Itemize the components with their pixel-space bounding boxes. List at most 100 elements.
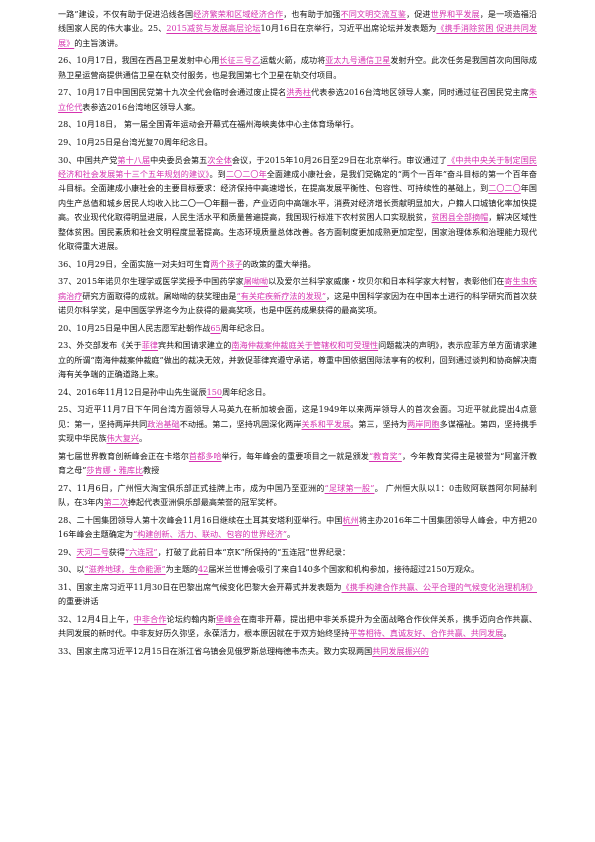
- paragraph-text: 第七届世界教育创新峰会正在卡塔尔: [58, 450, 189, 461]
- highlighted-keyword: 第二次: [103, 497, 128, 508]
- paragraph-text: 27、10月17日中国国民党第十九次全代会临时会通过废止提名: [58, 87, 287, 98]
- highlighted-keyword: 平等相待、真诚友好、合作共赢、共同发展: [349, 628, 504, 639]
- paragraph-text: 问题裁决的声明》，表示应菲方单方面请求建立的所谓“南海仲裁案仲裁庭”做出的裁决无…: [58, 340, 537, 380]
- paragraph-text: 代表参选2016台湾地区领导人案，同时通过征召国民党主席: [311, 87, 529, 98]
- highlighted-keyword: 《携手构建合作共赢、公平合理的气候变化治理机制》: [341, 581, 537, 592]
- highlighted-keyword: 寄生虫疾病治疗: [58, 276, 537, 301]
- highlighted-keyword: “足球第一股”: [324, 482, 375, 493]
- news-item-paragraph: 28、二十国集团领导人第十次峰会11月16日继续在土耳其安塔利亚举行。中国杭州将…: [58, 513, 537, 542]
- highlighted-keyword: 贫困县全部摘帽: [431, 212, 489, 223]
- paragraph-text: ，是一项造福沿线国家人民的伟大事业。25、: [58, 9, 537, 34]
- paragraph-text: 10月16日在京举行，习近平出席论坛并发表题为: [260, 23, 437, 34]
- highlighted-keyword: 第十八届: [117, 154, 151, 165]
- paragraph-text: 一路”建设，不仅有助于促进沿线各国: [58, 9, 194, 19]
- paragraph-text: 的重要讲话: [58, 596, 99, 607]
- highlighted-keyword: 两岸同胞: [407, 418, 440, 429]
- highlighted-keyword: “六连冠”: [125, 546, 158, 557]
- paragraph-text: 25、习近平11月7日下午同台湾方面领导人马英九在新加坡会面，这是1949年以来…: [58, 404, 537, 429]
- paragraph-text: 届米兰世博会吸引了来自140多个国家和机构参加，接待超过2150万观众。: [208, 564, 480, 575]
- news-item-paragraph: 23、外交部发布《关于菲律宾共和国请求建立的南海仲裁案仲裁庭关于管辖权和可受理性…: [58, 338, 537, 381]
- news-item-paragraph: 32、12月4日上午，中非合作论坛约翰内斯堡峰会在南非开幕，提出把中非关系提升为…: [58, 612, 537, 641]
- news-item-paragraph: 25、习近平11月7日下午同台湾方面领导人马英九在新加坡会面，这是1949年以来…: [58, 402, 537, 445]
- news-item-paragraph: 37、2015年诺贝尔生理学或医学奖授予中国药学家屠呦呦以及爱尔兰科学家威廉・坎…: [58, 274, 537, 317]
- highlighted-keyword: 65: [210, 322, 221, 333]
- paragraph-text: 中央委员会第五: [150, 154, 208, 165]
- highlighted-keyword: “构建创新、活力、联动、包容的世界经济”: [133, 529, 288, 540]
- news-item-paragraph: 28、10月18日， 第一届全国青年运动会开幕式在福州海峡奥体中心主体育场举行。: [58, 117, 537, 131]
- highlighted-keyword: 《携手消除贫困 促进共同发展》: [58, 23, 537, 48]
- highlighted-keyword: 屠呦呦: [243, 276, 269, 287]
- paragraph-text: 为主题的: [165, 564, 199, 575]
- highlighted-keyword: 中非合作: [133, 613, 167, 624]
- highlighted-keyword: 不同文明交流互鉴: [340, 9, 407, 19]
- paragraph-text: 32、12月4日上午，: [58, 613, 134, 624]
- paragraph-text: 。: [287, 529, 296, 540]
- paragraph-text: 举行，每年峰会的重要项目之一就是颁发: [221, 450, 369, 461]
- highlighted-keyword: 长征三号乙: [219, 55, 261, 66]
- paragraph-text: 31、国家主席习近平11月30日在巴黎出席气候变化巴黎大会开幕式并发表题为: [58, 581, 342, 592]
- paragraph-text: ，解决区域性整体贫困。国民素质和社会文明程度显著提高。生态环境质量总体改善。各方…: [58, 212, 537, 252]
- paragraph-text: 。: [138, 433, 148, 444]
- paragraph-text: 研究方面取得的成就。屠呦呦的获奖理由是: [82, 290, 237, 301]
- paragraph-text: 28、二十国集团领导人第十次峰会11月16日继续在土耳其安塔利亚举行。中国: [58, 514, 343, 525]
- news-item-paragraph: 30、中国共产党第十八届中央委员会第五次全体会议，于2015年10月26日至29…: [58, 153, 537, 254]
- paragraph-text: 发射升空。此次任务是我国首次向国际成熟卫星运营商提供通信卫星在轨交付服务，也是我…: [58, 55, 537, 80]
- document-body: 一路”建设，不仅有助于促进沿线各国经济繁荣和区域经济合作，也有助于加强不同文明交…: [58, 7, 537, 658]
- paragraph-text: 23、外交部发布《关于: [58, 340, 142, 351]
- highlighted-keyword: 政治基础: [147, 418, 180, 429]
- paragraph-text: 不动摇。第二，坚持巩固深化两岸: [179, 418, 302, 429]
- paragraph-text: 的主旨演讲。: [74, 37, 123, 48]
- news-item-paragraph: 20、10月25日是中国人民志愿军赴朝作战65周年纪念日。: [58, 321, 537, 335]
- paragraph-text: ，促进: [406, 9, 431, 19]
- highlighted-keyword: 二〇二〇: [488, 183, 521, 194]
- highlighted-keyword: 42: [198, 564, 209, 575]
- highlighted-keyword: 首都多哈: [188, 450, 222, 461]
- highlighted-keyword: 堡峰会: [215, 613, 241, 624]
- news-item-paragraph: 31、国家主席习近平11月30日在巴黎出席气候变化巴黎大会开幕式并发表题为《携手…: [58, 580, 537, 609]
- paragraph-text: 30、中国共产党: [58, 154, 118, 165]
- paragraph-text: ，也有助于加强: [283, 9, 341, 19]
- news-item-paragraph: 26、10月17日，我国在西昌卫星发射中心用长征三号乙运载火箭，成功将亚太九号通…: [58, 53, 537, 82]
- paragraph-text: 周年纪念日。: [222, 386, 271, 397]
- highlighted-keyword: 150: [206, 386, 223, 397]
- highlighted-keyword: 洪秀柱: [286, 87, 312, 98]
- highlighted-keyword: 伟大复兴: [106, 433, 139, 444]
- news-item-paragraph: 第七届世界教育创新峰会正在卡塔尔首都多哈举行，每年峰会的重要项目之一就是颁发“教…: [58, 449, 537, 478]
- paragraph-text: 24、2016年11月12日是孙中山先生诞辰: [58, 386, 207, 397]
- highlighted-keyword: 次全体: [207, 154, 232, 165]
- paragraph-text: 36、10月29日，全面实施一对夫妇可生育: [58, 258, 211, 269]
- highlighted-keyword: 亚太九号通信卫星: [325, 55, 391, 66]
- paragraph-text: 。: [503, 628, 512, 639]
- news-item-paragraph: 一路”建设，不仅有助于促进沿线各国经济繁荣和区域经济合作，也有助于加强不同文明交…: [58, 7, 537, 50]
- news-item-paragraph: 27、11月6日，广州恒大淘宝俱乐部正式挂牌上市，成为中国乃至亚洲的“足球第一股…: [58, 481, 537, 510]
- paragraph-text: 29、: [58, 546, 77, 557]
- news-item-paragraph: 29、10月25日是台湾光复70周年纪念日。: [58, 135, 537, 149]
- highlighted-keyword: “滋养地球，生命能源”: [84, 564, 166, 575]
- paragraph-text: 的政策的重大举措。: [242, 258, 316, 269]
- paragraph-text: 全面建成小康社会，是我们党确定的“两个一百年”奋斗目标的第一个百年奋斗目标。全面…: [58, 169, 537, 194]
- paragraph-text: 将主办2016年二十国集团领导人峰会，中方把2016年峰会主题确定为: [58, 514, 537, 540]
- paragraph-text: 宾共和国请求建立的: [158, 340, 232, 351]
- paragraph-text: 。到: [209, 169, 226, 179]
- paragraph-text: ，这是中国科学家因为在中国本土进行的科学研究而首次获诺贝尔科学奖，是中国医学界迄…: [58, 290, 537, 316]
- highlighted-keyword: 二〇二〇年: [225, 169, 267, 179]
- highlighted-keyword: 南海仲裁案仲裁庭关于管辖权和可受理性: [231, 340, 379, 351]
- paragraph-text: 。第三，坚持为: [350, 418, 408, 429]
- highlighted-keyword: 天河二号: [76, 546, 109, 557]
- highlighted-keyword: 世界和平发展: [430, 9, 480, 19]
- news-item-paragraph: 33、国家主席习近平12月15日在浙江省乌镇会见俄罗斯总理梅德韦杰夫。致力实现两…: [58, 644, 537, 658]
- paragraph-text: 28、10月18日， 第一届全国青年运动会开幕式在福州海峡奥体中心主体育场举行。: [58, 119, 359, 130]
- highlighted-keyword: 共同发展振兴的: [372, 645, 429, 656]
- paragraph-text: 33、国家主席习近平12月15日在浙江省乌镇会见俄罗斯总理梅德韦杰夫。致力实现两…: [58, 645, 373, 656]
- news-item-paragraph: 24、2016年11月12日是孙中山先生诞辰150周年纪念日。: [58, 385, 537, 399]
- highlighted-keyword: “教育奖”: [368, 450, 402, 461]
- highlighted-keyword: 两个孩子: [210, 258, 243, 269]
- paragraph-text: 捧起代表亚洲俱乐部最高荣誉的冠军奖杯。: [127, 497, 282, 508]
- highlighted-keyword: 菲律: [141, 340, 159, 351]
- paragraph-text: 。 广州恒大队以1：0击败阿联酋阿尔阿赫利队，在3年内: [58, 482, 537, 508]
- paragraph-text: ，打破了此前日本“京K”所保持的“五连冠”世界纪录：: [157, 546, 351, 557]
- news-item-paragraph: 36、10月29日，全面实施一对夫妇可生育两个孩子的政策的重大举措。: [58, 257, 537, 271]
- highlighted-keyword: 《中共中央关于制定国民经济和社会发展第十三个五年规划的建议》: [58, 154, 537, 179]
- highlighted-keyword: 经济繁荣和区域经济合作: [193, 9, 284, 19]
